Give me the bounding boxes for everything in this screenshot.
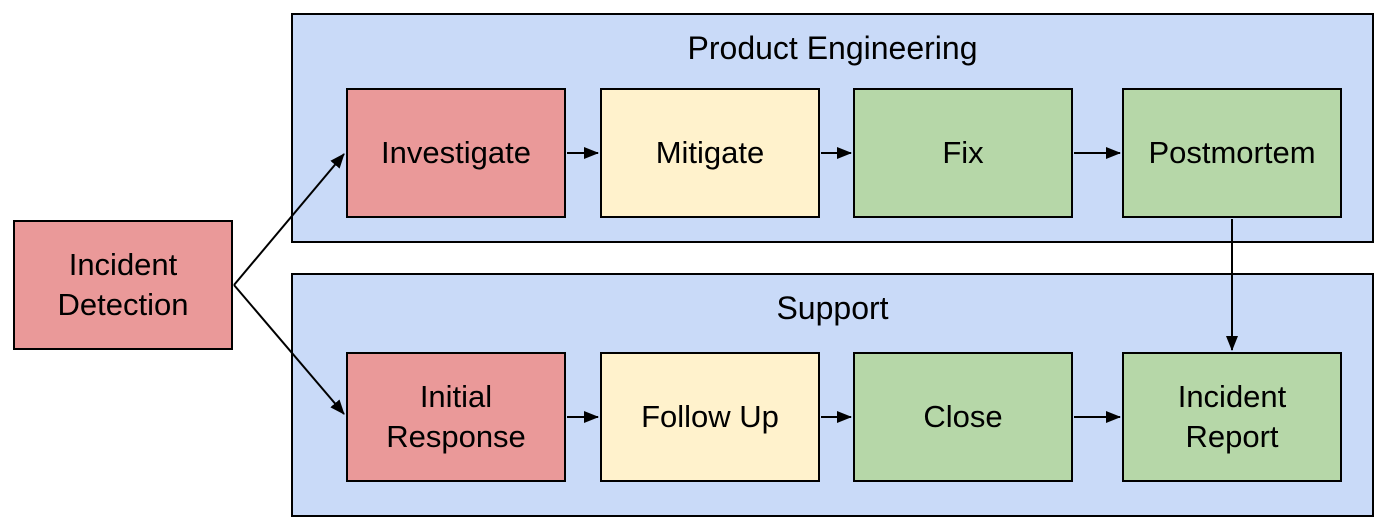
node-investigate: Investigate [346,88,566,218]
node-postmortem: Postmortem [1122,88,1342,218]
lane-title-support: Support [776,290,889,326]
node-follow-up: Follow Up [600,352,820,482]
node-mitigate: Mitigate [600,88,820,218]
node-initial-response: Initial Response [346,352,566,482]
node-fix: Fix [853,88,1073,218]
lane-title-product-engineering: Product Engineering [687,30,978,66]
node-close: Close [853,352,1073,482]
node-incident-report: Incident Report [1122,352,1342,482]
node-incident-detection: Incident Detection [13,220,233,350]
